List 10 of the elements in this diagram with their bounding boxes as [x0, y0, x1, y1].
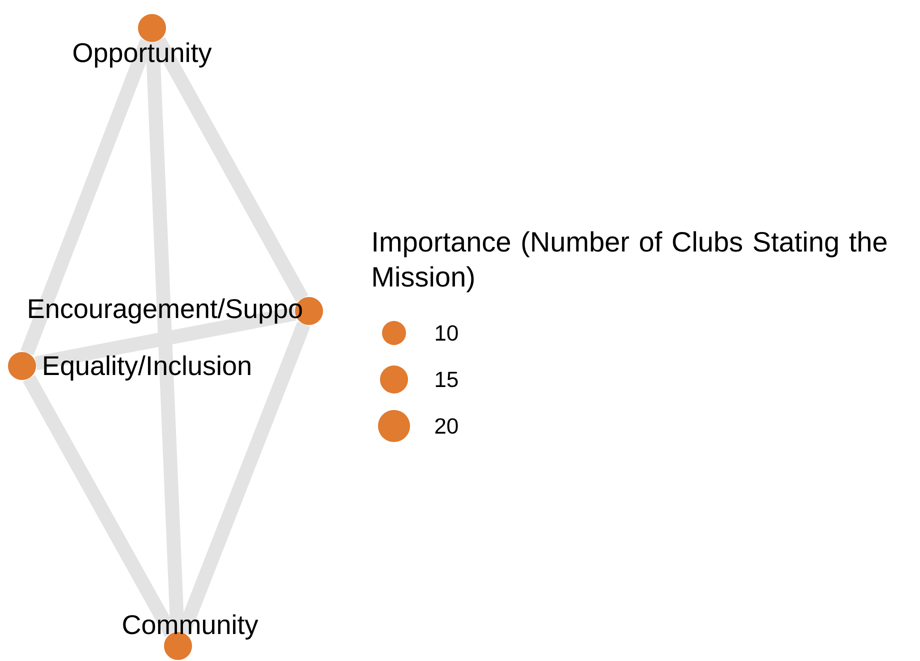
node-label: Opportunity: [74, 42, 212, 68]
legend-label: 20: [435, 418, 458, 434]
node-circle: [138, 14, 166, 42]
legend-label: 10: [436, 325, 458, 341]
legend-label: 15: [436, 372, 458, 388]
node-label: Community: [123, 614, 258, 640]
node-label: Equality/Inclusion: [44, 355, 250, 381]
node-circle: [8, 352, 36, 380]
edge-line: [146, 42, 184, 632]
legend-title: Importance (Number of Clubs Stating the Mission): [374, 231, 887, 292]
